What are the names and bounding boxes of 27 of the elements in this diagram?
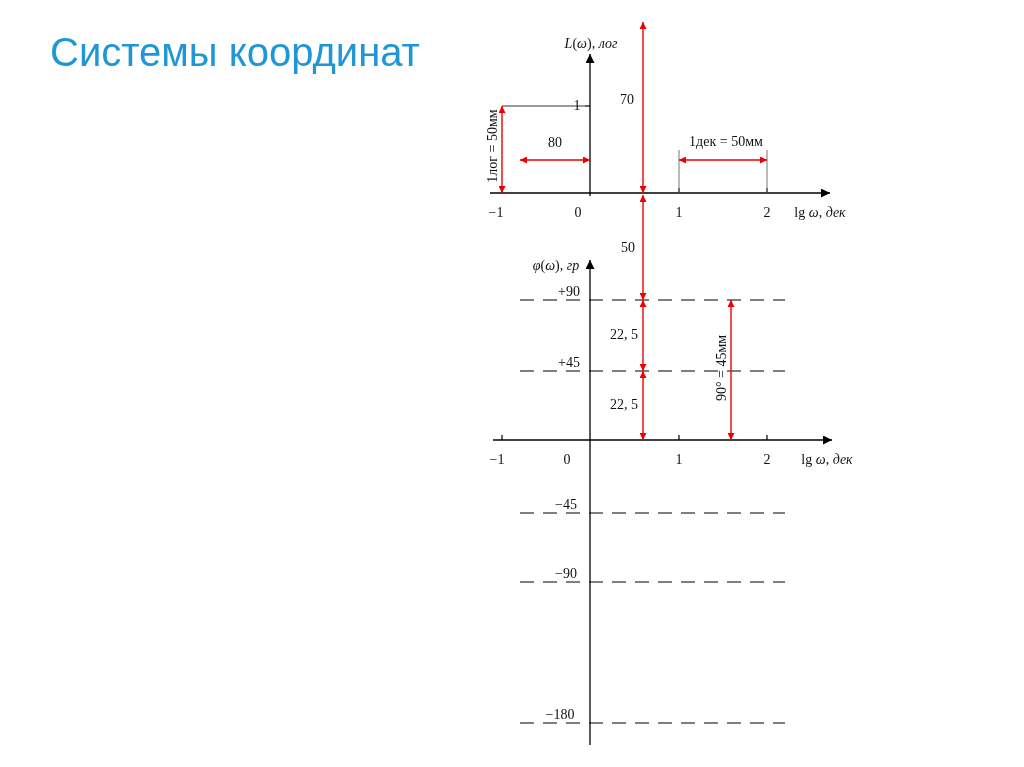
dimension-label: 50 [621,241,635,255]
tick-label: 2 [763,453,771,467]
tick-label: 1 [675,206,683,220]
tick-label: +90 [558,285,580,299]
dimension-label: 1дек = 50мм [689,135,763,149]
axis-label: lg ω, дек [794,206,846,220]
dimension-label: 22, 5 [610,398,638,412]
slide-title: Системы координат [50,30,420,75]
dimension-label: 70 [620,93,634,107]
dimension-label: 80 [548,136,562,150]
axis-label: L(ω), лог [564,37,618,51]
tick-label: 2 [763,206,771,220]
axis-label: φ(ω), гр [532,259,580,273]
tick-label: −90 [555,567,577,581]
tick-label: 0 [574,206,582,220]
tick-label: −180 [545,708,575,722]
tick-label: 1 [573,99,581,113]
tick-label: −45 [555,498,577,512]
dimension-label: 22, 5 [610,328,638,342]
axis-label: lg ω, дек [801,453,853,467]
tick-label: 1 [675,453,683,467]
tick-label: +45 [558,356,580,370]
dimension-label: 90° = 45мм [715,334,729,402]
tick-label: −1 [488,206,504,220]
dimension-label: 1лог = 50мм [486,109,500,183]
tick-label: 0 [563,453,571,467]
tick-label: −1 [489,453,505,467]
